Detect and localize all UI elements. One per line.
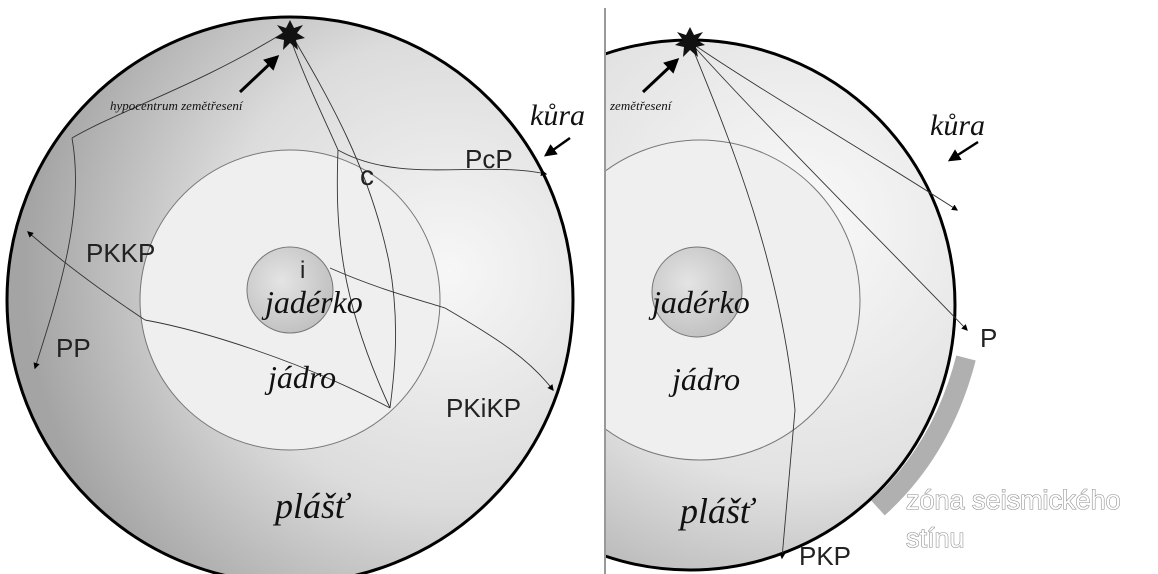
ray-pkp: [779, 409, 796, 560]
ray-pkikp: [444, 307, 554, 391]
label-pkkp: PKKP: [86, 238, 155, 268]
right-crust-arrow: [947, 140, 979, 162]
right-hypocentre-arrow: [641, 57, 680, 94]
ray-path: [144, 319, 391, 409]
ray-path: [329, 267, 446, 309]
left-hypocentre-label: hypocentrum zemětřesení: [110, 98, 244, 113]
label-core-marker: c: [360, 160, 374, 191]
shadow-zone-arc: [871, 355, 976, 516]
ray-pcp: [337, 149, 548, 177]
ray-pp: [33, 137, 77, 370]
ray-path: [689, 41, 796, 411]
left-inner-core: [246, 246, 334, 334]
right-panel: zemětřesení kůra jadérko P jádro plášť z…: [606, 27, 1121, 572]
left-panel: hypocentrum zemětřesení kůra PcP c PKKP …: [5, 8, 606, 574]
label-inner-core-marker: i: [300, 257, 305, 284]
label-pkikp: PKiKP: [446, 393, 521, 423]
right-crust-label: kůra: [930, 109, 985, 142]
left-mantle-label: plášť: [272, 486, 352, 526]
left-core-label: jádro: [264, 359, 336, 395]
ray-p: [689, 41, 968, 331]
ray-path: [289, 31, 390, 263]
shadow-zone-label-line1: zóna seismického: [906, 485, 1121, 515]
left-hypocentre-icon: [275, 20, 305, 50]
shadow-zone-label-line2: stínu: [906, 523, 965, 553]
ray-path: [287, 31, 339, 151]
right-hypocentre-icon: [675, 27, 705, 57]
ray-pkikp-core: [336, 149, 391, 409]
label-pp: PP: [56, 333, 91, 363]
ray-path: [388, 261, 397, 409]
left-crust-arrow: [543, 136, 571, 157]
right-core-label: jádro: [668, 361, 740, 397]
label-pkp: PKP: [799, 541, 851, 571]
ray-pkkp: [27, 231, 146, 321]
right-inner-core: [651, 246, 743, 338]
right-inner-core-label: jadérko: [648, 284, 750, 320]
right-mantle-label: plášť: [677, 491, 757, 531]
label-pcp: PcP: [465, 144, 513, 174]
left-crust-label: kůra: [530, 99, 585, 132]
right-hypocentre-label: zemětřesení: [609, 98, 673, 113]
ray-path: [71, 29, 289, 139]
left-inner-core-label: jadérko: [261, 284, 363, 320]
left-hypocentre-arrow: [238, 54, 280, 94]
label-p: P: [980, 323, 997, 353]
ray-p-shallow: [689, 41, 959, 211]
